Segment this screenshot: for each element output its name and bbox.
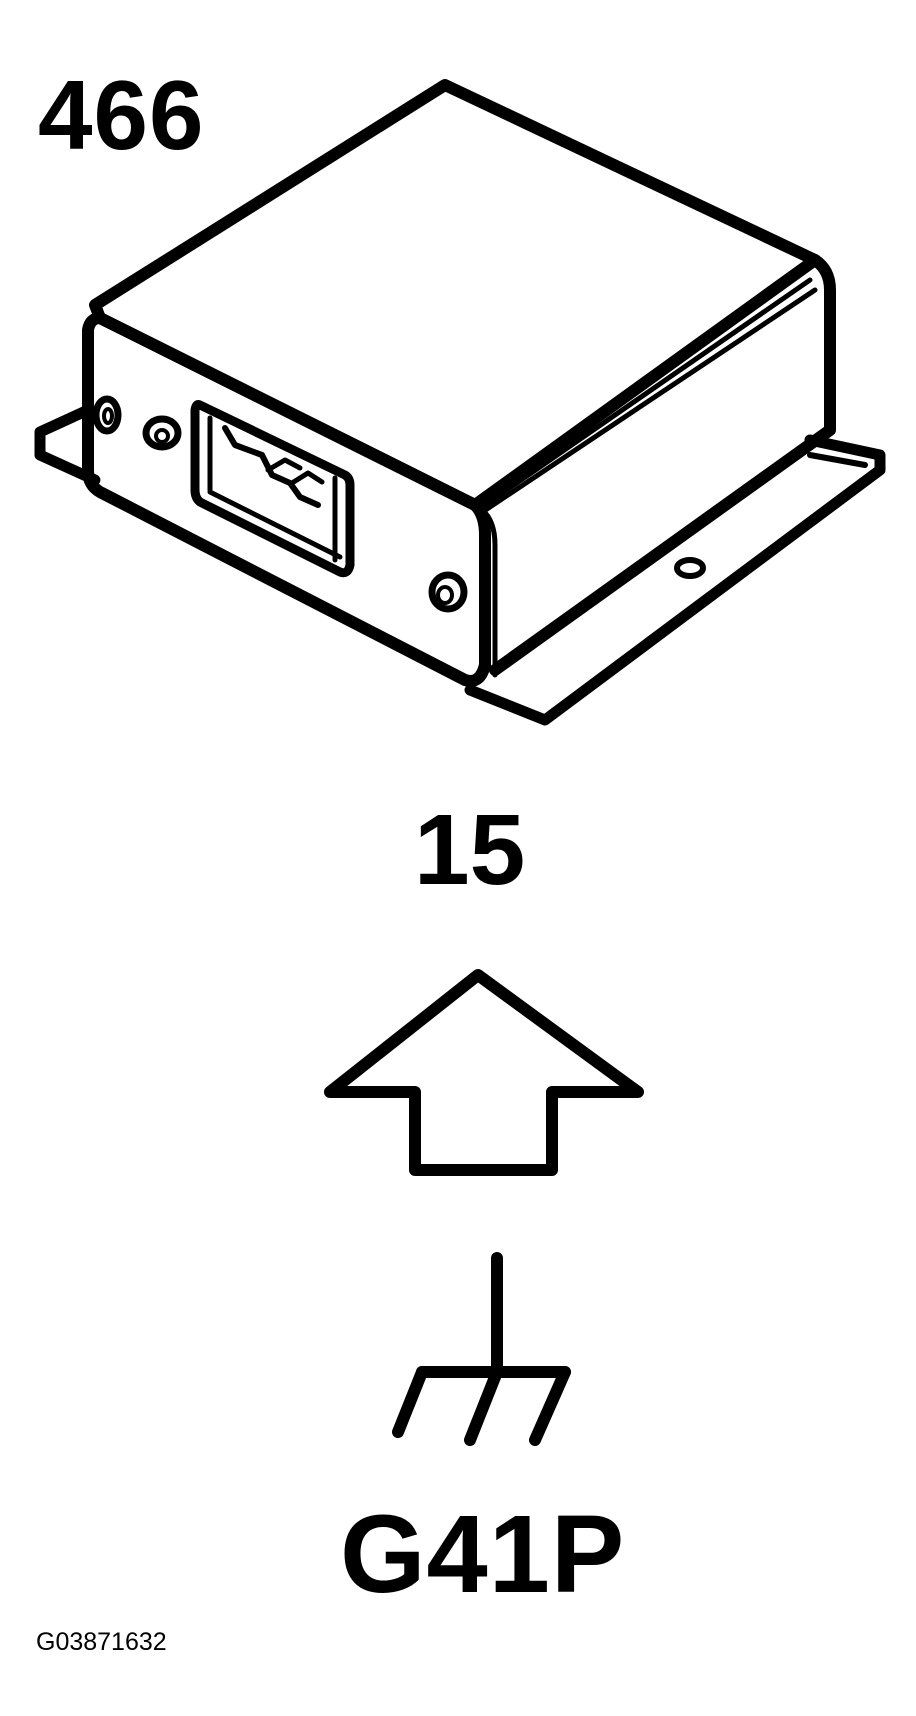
component-number: 466: [38, 60, 205, 170]
figure-id: G03871632: [36, 1628, 167, 1656]
electronic-module-icon: [34, 79, 886, 726]
up-arrow-icon: [324, 969, 644, 1176]
connector-number: 15: [414, 794, 526, 906]
ground-id: G41P: [340, 1493, 626, 1616]
chassis-ground-icon: [392, 1252, 571, 1446]
